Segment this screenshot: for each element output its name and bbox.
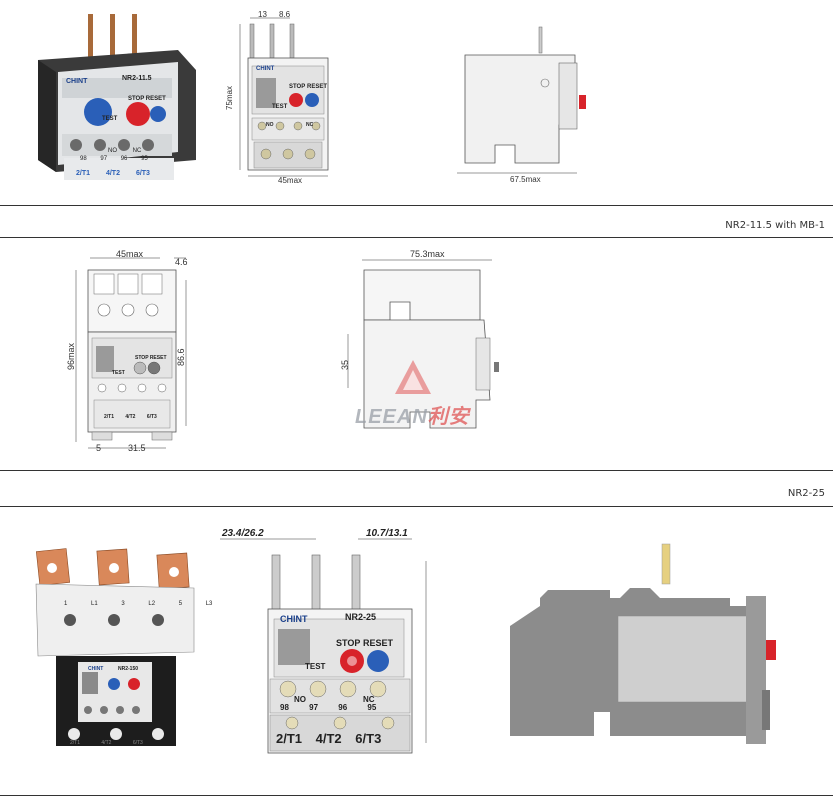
front-stop-1: STOP: [289, 84, 306, 90]
front-terminals-mb1: 2/T1 4/T2 6/T3: [104, 414, 157, 420]
dim-left-23-4: 23.4/26.2: [222, 528, 264, 539]
divider-4: [0, 506, 833, 507]
dim-left-5: 5: [96, 443, 102, 453]
front-drawing-mb1: [75, 257, 187, 449]
dim-height-96: 96max: [66, 342, 76, 370]
dim-right-10-7: 10.7/13.1: [366, 528, 408, 539]
dim-height-86-6: 86.6: [176, 348, 186, 366]
divider-2: [0, 237, 833, 238]
dim-offset-4-6: 4.6: [175, 257, 188, 267]
photo-test-label: TEST: [102, 116, 118, 122]
front-reset-3: RESET: [363, 638, 394, 648]
front-reset-1: RESET: [307, 84, 328, 90]
divider-1: [0, 205, 833, 206]
photo-stop-reset: STOP RESET: [128, 96, 166, 102]
photo-brand-2: CHINT: [88, 666, 104, 672]
side-drawing-mb1: [347, 259, 499, 429]
dim-width-45: 45max: [278, 176, 303, 185]
front-test-3: TEST: [305, 662, 326, 671]
front-drawing-nr2-25: [220, 538, 427, 754]
front-brand-3: CHINT: [280, 614, 308, 624]
front-terminals-3: 98 97 96 95: [280, 703, 377, 712]
photo-bottom-terminals: 2/T1 4/T2 6/T3: [70, 740, 143, 746]
front-stop-3: STOP: [336, 638, 361, 648]
front-nc-3: NC: [363, 695, 375, 704]
dim-depth-75-3: 75.3max: [410, 249, 445, 259]
dim-width-45-mb1: 45max: [116, 249, 144, 259]
photo-model: NR2-11.5: [122, 75, 152, 82]
product-photo-nr2-11-5: [38, 14, 196, 180]
dim-spacing-31-5: 31.5: [128, 443, 146, 453]
photo-brand: CHINT: [66, 78, 88, 85]
section-label-nr2-25: NR2-25: [787, 488, 825, 499]
side-drawing-nr2-11-5: [457, 26, 586, 174]
divider-3: [0, 470, 833, 471]
front-model-3: NR2-25: [345, 612, 377, 622]
photo-top-terminals: 1 L1 3 L2 5 L3: [64, 601, 213, 607]
section-label-mb1: NR2-11.5 with MB-1: [725, 220, 825, 231]
photo-terminals-bottom: 2/T1 4/T2 6/T3: [76, 170, 150, 177]
front-test-1: TEST: [272, 104, 288, 110]
dim-pitch1: 13: [258, 10, 267, 19]
dim-pitch2: 8.6: [279, 10, 291, 19]
front-stop-reset-mb1: STOP RESET: [135, 355, 167, 361]
front-test-mb1: TEST: [112, 370, 125, 376]
front-no-1: NO: [266, 122, 274, 128]
photo-model-2: NR2-150: [118, 666, 139, 672]
front-nc-1: NC: [306, 122, 314, 128]
product-photo-nr2-150: [35, 548, 195, 746]
dim-height-75: 75max: [225, 85, 234, 110]
front-bottom-terminals-3: 2/T1 4/T2 6/T3: [276, 731, 382, 746]
photo-terminals-top: 98 97 96 95: [80, 156, 148, 162]
dim-depth-67-5: 67.5max: [510, 175, 541, 184]
dim-height-35: 35: [340, 359, 350, 370]
front-drawing-nr2-11-5: [239, 17, 329, 177]
divider-5: [0, 795, 833, 796]
front-brand-1: CHINT: [256, 66, 275, 72]
leean-watermark: LEEAN利安: [355, 358, 475, 428]
side-drawing-nr2-25: [510, 543, 776, 744]
photo-terminal-labels: NO NC: [108, 148, 142, 154]
front-no-3: NO: [294, 695, 306, 704]
leean-logo-icon: [395, 360, 431, 394]
